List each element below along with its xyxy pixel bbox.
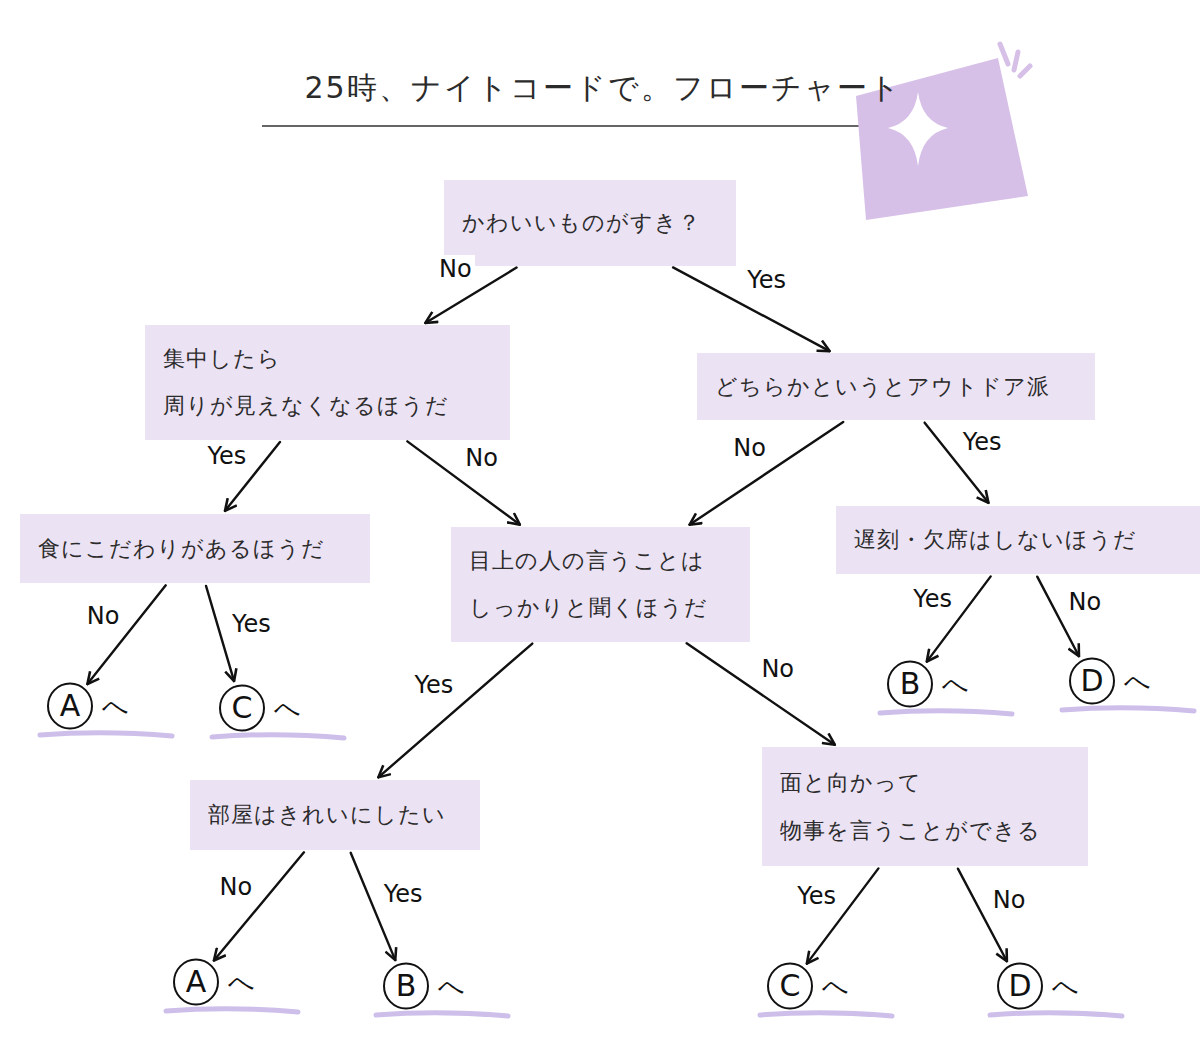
result-marker: Aへ bbox=[46, 682, 178, 740]
result-suffix: へ bbox=[228, 968, 255, 997]
result-marker: Dへ bbox=[996, 962, 1128, 1020]
result-suffix: へ bbox=[438, 972, 465, 1001]
result-suffix: へ bbox=[274, 694, 301, 723]
result-marker: Bへ bbox=[886, 660, 1018, 718]
question-box: どちらかというとアウトドア派 bbox=[697, 353, 1095, 420]
answer-label: Yes bbox=[381, 880, 426, 909]
flow-arrow bbox=[689, 422, 843, 525]
question-box: 遅刻・欠席はしないほうだ bbox=[836, 506, 1200, 574]
result-suffix: へ bbox=[822, 972, 849, 1001]
result-marker: Cへ bbox=[766, 962, 898, 1020]
answer-label: No bbox=[436, 255, 475, 284]
answer-label: Yes bbox=[412, 671, 457, 700]
result-letter: C bbox=[232, 693, 253, 723]
result-letter: D bbox=[1008, 971, 1031, 1001]
marker-underline bbox=[760, 1013, 892, 1016]
result-letter: D bbox=[1080, 666, 1103, 696]
result-letter: C bbox=[780, 971, 801, 1001]
marker-underline bbox=[990, 1013, 1122, 1016]
question-box: 面と向かって 物事を言うことができる bbox=[762, 747, 1088, 866]
marker-underline bbox=[212, 735, 344, 738]
answer-label: No bbox=[758, 655, 797, 684]
circle-anchor: A bbox=[46, 682, 94, 730]
answer-label: No bbox=[990, 886, 1029, 915]
result-marker: Bへ bbox=[382, 962, 514, 1020]
answer-label: No bbox=[730, 434, 769, 463]
circle-outline bbox=[220, 686, 264, 731]
flow-arrow bbox=[214, 852, 304, 960]
marker-underline bbox=[376, 1013, 508, 1016]
marker-underline bbox=[40, 733, 172, 736]
result-suffix: へ bbox=[1124, 667, 1151, 696]
result-letter: A bbox=[186, 967, 207, 997]
flow-arrow bbox=[687, 643, 835, 744]
question-box: 目上の人の言うことは しっかりと聞くほうだ bbox=[451, 527, 750, 642]
circle-anchor: A bbox=[172, 958, 220, 1006]
marker-underline bbox=[166, 1009, 298, 1012]
answer-label: Yes bbox=[910, 585, 955, 614]
title-underline bbox=[262, 125, 940, 127]
result-suffix: へ bbox=[942, 670, 969, 699]
answer-label: Yes bbox=[960, 428, 1005, 457]
question-text: どちらかというとアウトドア派 bbox=[715, 363, 1077, 410]
answer-label: Yes bbox=[205, 442, 250, 471]
question-text: 面と向かって 物事を言うことができる bbox=[780, 759, 1070, 854]
flow-arrow bbox=[378, 644, 532, 778]
answer-label: Yes bbox=[229, 610, 274, 639]
question-box: 集中したら 周りが見えなくなるほうだ bbox=[145, 325, 510, 440]
result-letter: B bbox=[396, 971, 417, 1001]
result-suffix: へ bbox=[102, 692, 129, 721]
answer-label: No bbox=[1065, 588, 1104, 617]
decor-sparks bbox=[1000, 44, 1030, 76]
circle-outline bbox=[768, 964, 812, 1009]
result-suffix: へ bbox=[1052, 972, 1079, 1001]
question-box: 部屋はきれいにしたい bbox=[190, 780, 480, 850]
answer-label: No bbox=[84, 602, 123, 631]
result-letter: A bbox=[60, 691, 81, 721]
answer-label: Yes bbox=[794, 882, 839, 911]
answer-label: Yes bbox=[744, 266, 789, 295]
answer-label: No bbox=[216, 873, 255, 902]
flow-arrow bbox=[87, 585, 165, 684]
result-letter: B bbox=[900, 669, 921, 699]
circle-anchor: D bbox=[1068, 657, 1116, 705]
circle-anchor: C bbox=[766, 962, 814, 1010]
question-text: 集中したら 周りが見えなくなるほうだ bbox=[163, 335, 492, 430]
question-box: 食にこだわりがあるほうだ bbox=[20, 514, 370, 583]
circle-anchor: B bbox=[382, 962, 430, 1010]
flow-arrow bbox=[407, 441, 520, 524]
circle-anchor: B bbox=[886, 660, 934, 708]
circle-outline bbox=[174, 960, 218, 1005]
chart-title: 25時、ナイトコードで。フローチャート bbox=[262, 68, 944, 108]
question-text: 部屋はきれいにしたい bbox=[208, 791, 462, 838]
marker-underline bbox=[880, 711, 1012, 714]
circle-anchor: D bbox=[996, 962, 1044, 1010]
question-text: 遅刻・欠席はしないほうだ bbox=[854, 516, 1182, 563]
result-marker: Cへ bbox=[218, 684, 350, 742]
question-text: 目上の人の言うことは しっかりと聞くほうだ bbox=[469, 537, 732, 632]
circle-outline bbox=[1070, 659, 1114, 704]
result-marker: Dへ bbox=[1068, 657, 1200, 715]
circle-outline bbox=[384, 964, 428, 1009]
question-text: 食にこだわりがあるほうだ bbox=[38, 525, 352, 572]
result-marker: Aへ bbox=[172, 958, 304, 1016]
circle-outline bbox=[888, 662, 932, 707]
circle-outline bbox=[48, 684, 92, 729]
answer-label: No bbox=[462, 444, 501, 473]
question-box: かわいいものがすき？ bbox=[444, 180, 736, 266]
circle-anchor: C bbox=[218, 684, 266, 732]
circle-outline bbox=[998, 964, 1042, 1009]
marker-underline bbox=[1062, 708, 1194, 711]
question-text: かわいいものがすき？ bbox=[462, 199, 718, 246]
